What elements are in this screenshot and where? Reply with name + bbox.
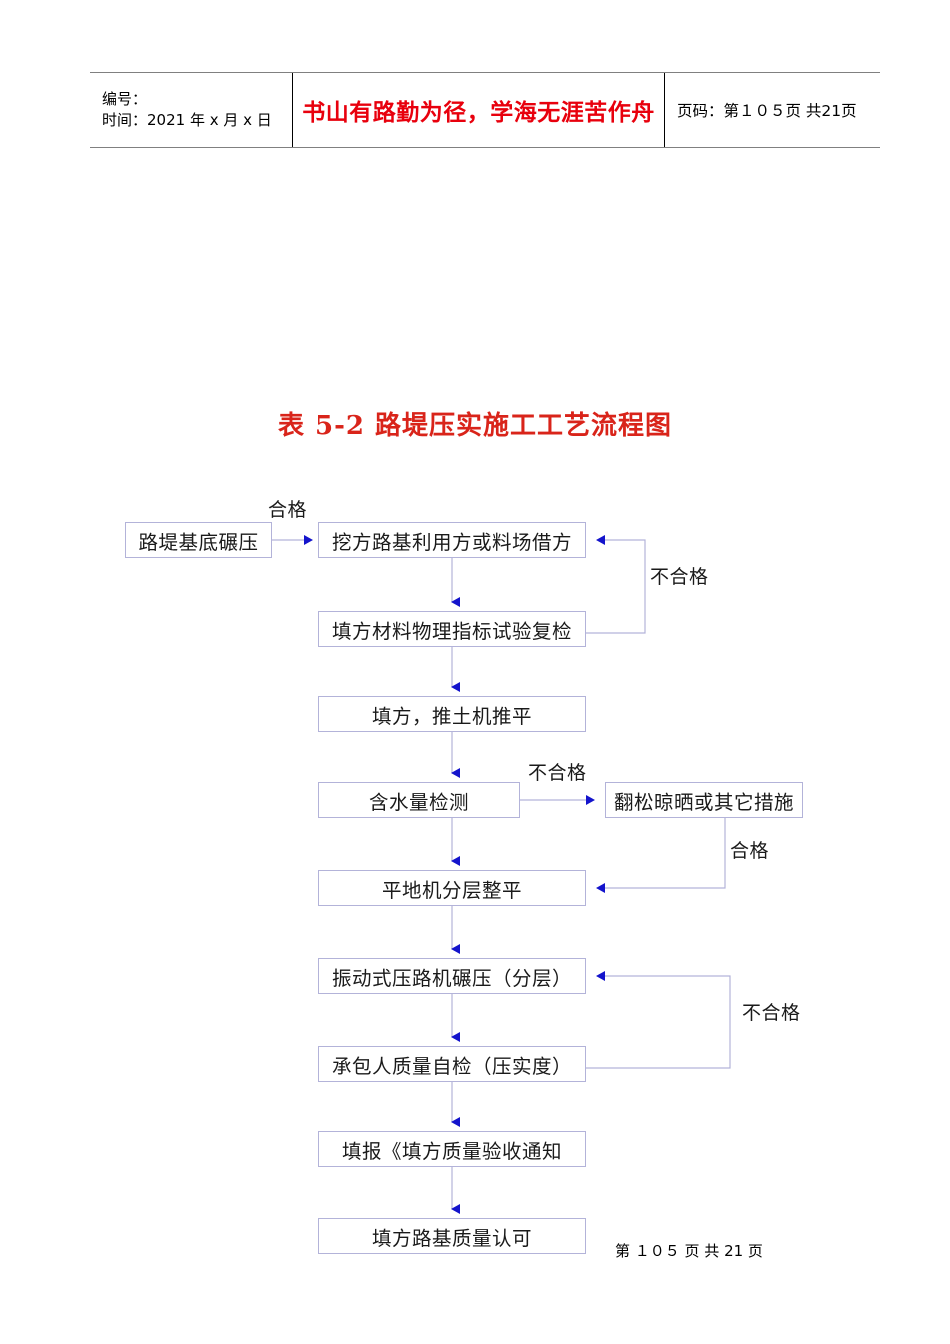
edge-label-unqualified-3: 不合格 [742,1002,801,1024]
header-date-label: 时间：2021 年 x 月 x 日 [102,111,272,129]
flow-node-roadbed-base-compaction[interactable]: 路堤基底碾压 [125,522,272,558]
header-row: 编号： 时间：2021 年 x 月 x 日 书山有路勤为径，学海无涯苦作舟 页码… [90,73,880,147]
flow-node-fill-and-bulldozer-leveling[interactable]: 填方，推土机推平 [318,696,586,732]
edge-label-qualified-1: 合格 [268,499,308,521]
header-cell-pagination: 页码：第１０５页 共21页 [665,73,880,147]
flow-node-fill-subgrade-quality-approval[interactable]: 填方路基质量认可 [318,1218,586,1254]
header-motto-text: 书山有路勤为径，学海无涯苦作舟 [302,99,655,126]
edge-label-unqualified-1: 不合格 [650,566,709,588]
page-footer: 第 １０５ 页 共 21 页 [615,1242,763,1260]
header-page-number: 页码：第１０５页 共21页 [677,102,857,120]
header-cell-document-info: 编号： 时间：2021 年 x 月 x 日 [90,73,293,147]
flow-node-vibratory-roller-compaction[interactable]: 振动式压路机碾压（分层） [318,958,586,994]
edge-label-unqualified-2: 不合格 [528,762,587,784]
flow-node-excavation-or-borrow-material[interactable]: 挖方路基利用方或料场借方 [318,522,586,558]
flow-node-fill-material-retest[interactable]: 填方材料物理指标试验复检 [318,611,586,647]
page-title: 表 5-2 路堤压实施工工艺流程图 [277,411,673,441]
header-cell-motto: 书山有路勤为径，学海无涯苦作舟 [293,73,665,147]
flow-node-loosen-and-air-dry[interactable]: 翻松晾晒或其它措施 [605,782,803,818]
header-number-label: 编号： [102,90,148,108]
page-header-table: 编号： 时间：2021 年 x 月 x 日 书山有路勤为径，学海无涯苦作舟 页码… [90,72,880,148]
edge-label-qualified-2: 合格 [730,840,770,862]
flow-node-contractor-self-inspection[interactable]: 承包人质量自检（压实度） [318,1046,586,1082]
flow-node-grader-layer-leveling[interactable]: 平地机分层整平 [318,870,586,906]
flow-node-submit-acceptance-notice[interactable]: 填报《填方质量验收通知 [318,1131,586,1167]
flow-node-moisture-content-test[interactable]: 含水量检测 [318,782,520,818]
